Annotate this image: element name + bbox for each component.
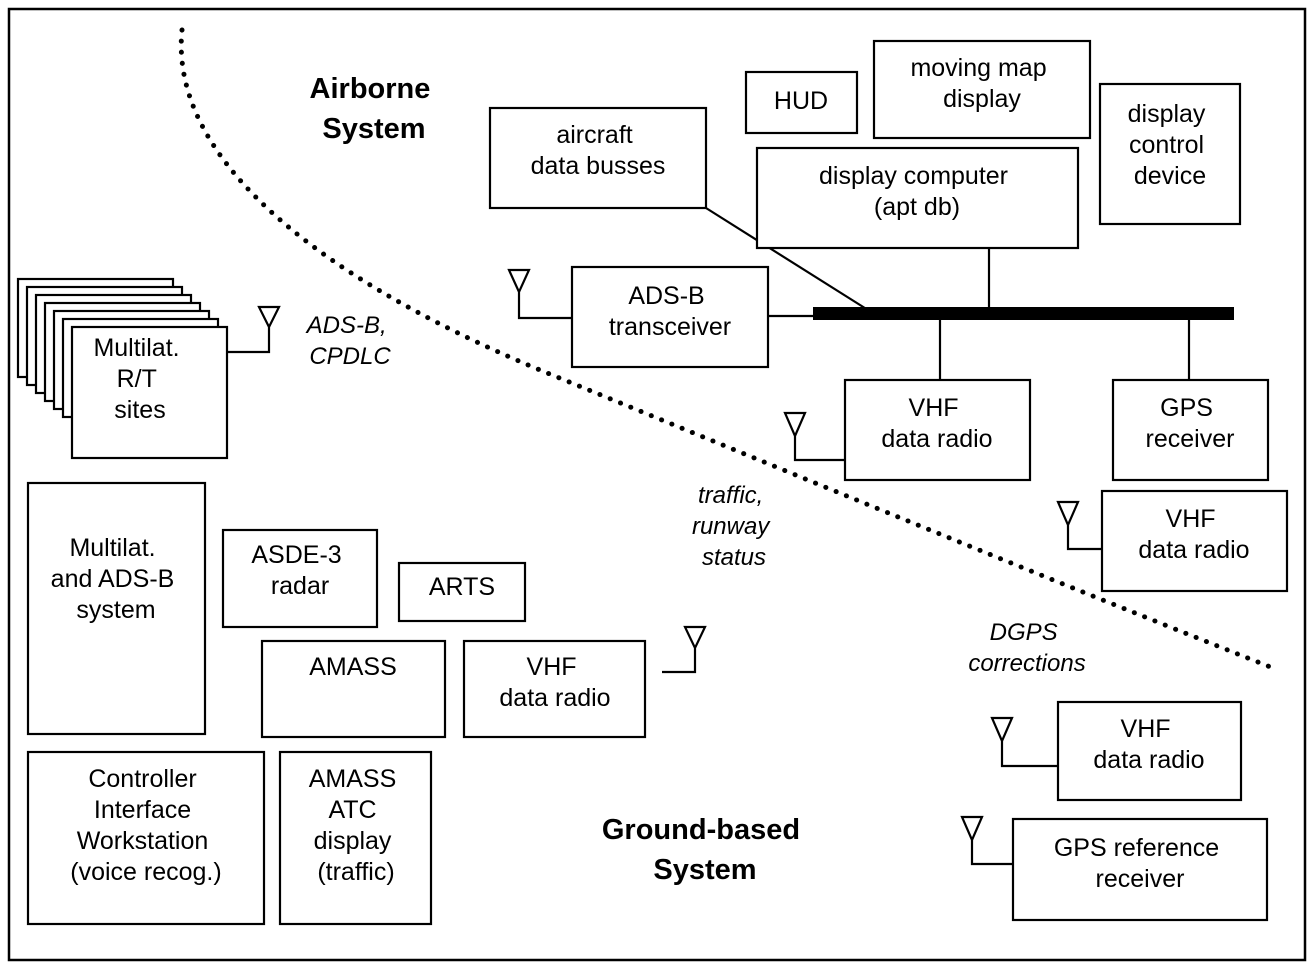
amass-atc-display-label: AMASS ATC display (traffic) [309, 765, 403, 886]
vhf-radio-ground-label: VHF data radio [499, 653, 610, 712]
amass-atc-display-box [278, 750, 433, 926]
gps-receiver-label: GPS receiver [1146, 394, 1235, 453]
display-computer-label: display computer (apt db) [819, 162, 1015, 221]
antenna-icon [960, 815, 1013, 866]
vhf-radio-air-box [843, 378, 1032, 482]
asde3-radar-label: ASDE-3 radar [251, 541, 348, 600]
hud-label: HUD [774, 87, 828, 115]
traffic-status-annotation: traffic, runway status [692, 482, 776, 571]
data-bus-bar [813, 307, 1234, 320]
antenna-icon [507, 268, 575, 320]
air-ground-divider [178, 27, 1281, 673]
display-control-label: display control device [1128, 100, 1213, 190]
busses-to-bus-line [705, 207, 869, 311]
amass-box [260, 639, 447, 739]
adsb-cpdlc-annotation: ADS-B, CPDLC [305, 312, 394, 370]
arts-label: ARTS [429, 573, 495, 601]
aircraft-data-busses-label: aircraft data busses [531, 121, 666, 180]
antenna-icon [662, 625, 707, 674]
vhf-radio-right-lower-label: VHF data radio [1093, 715, 1204, 774]
aircraft-data-busses-box [488, 106, 708, 210]
gps-reference-receiver-label: GPS reference receiver [1054, 834, 1226, 893]
antenna-icon [783, 411, 848, 462]
multilat-adsb-system-label: Multilat. and ADS-B system [51, 534, 182, 624]
arts-box [397, 561, 527, 623]
vhf-radio-right-upper-label: VHF data radio [1138, 505, 1249, 564]
gps-receiver-box [1111, 378, 1270, 482]
adsb-transceiver-box [570, 265, 770, 369]
antenna-icon [1056, 500, 1104, 551]
vhf-radio-right-upper-box [1100, 489, 1289, 593]
gps-reference-receiver-box [1011, 817, 1269, 922]
moving-map-box [872, 39, 1092, 140]
multilat-adsb-system-box [26, 481, 207, 736]
multilat-rt-sites-box [70, 325, 229, 460]
airborne-heading: Airborne System [310, 73, 439, 145]
ground-heading: Ground-based System [602, 814, 808, 886]
controller-workstation-label: Controller Interface Workstation (voice … [70, 765, 221, 886]
moving-map-label: moving map display [910, 54, 1053, 113]
adsb-transceiver-label: ADS-B transceiver [609, 282, 731, 341]
hud-box [744, 70, 859, 135]
dgps-annotation: DGPS corrections [968, 619, 1085, 677]
diagram-frame [7, 7, 1307, 962]
asde3-radar-box [221, 528, 379, 629]
vhf-radio-air-label: VHF data radio [881, 394, 992, 453]
controller-workstation-box [26, 750, 266, 926]
antenna-icon [228, 305, 281, 354]
vhf-radio-right-lower-box [1056, 700, 1243, 802]
amass-label: AMASS [309, 653, 397, 681]
display-computer-box [755, 146, 1080, 250]
display-control-box [1098, 82, 1242, 226]
vhf-radio-ground-box [462, 639, 647, 739]
multilat-rt-sites-label: Multilat. R/T sites [93, 334, 186, 424]
antenna-icon [990, 716, 1059, 768]
